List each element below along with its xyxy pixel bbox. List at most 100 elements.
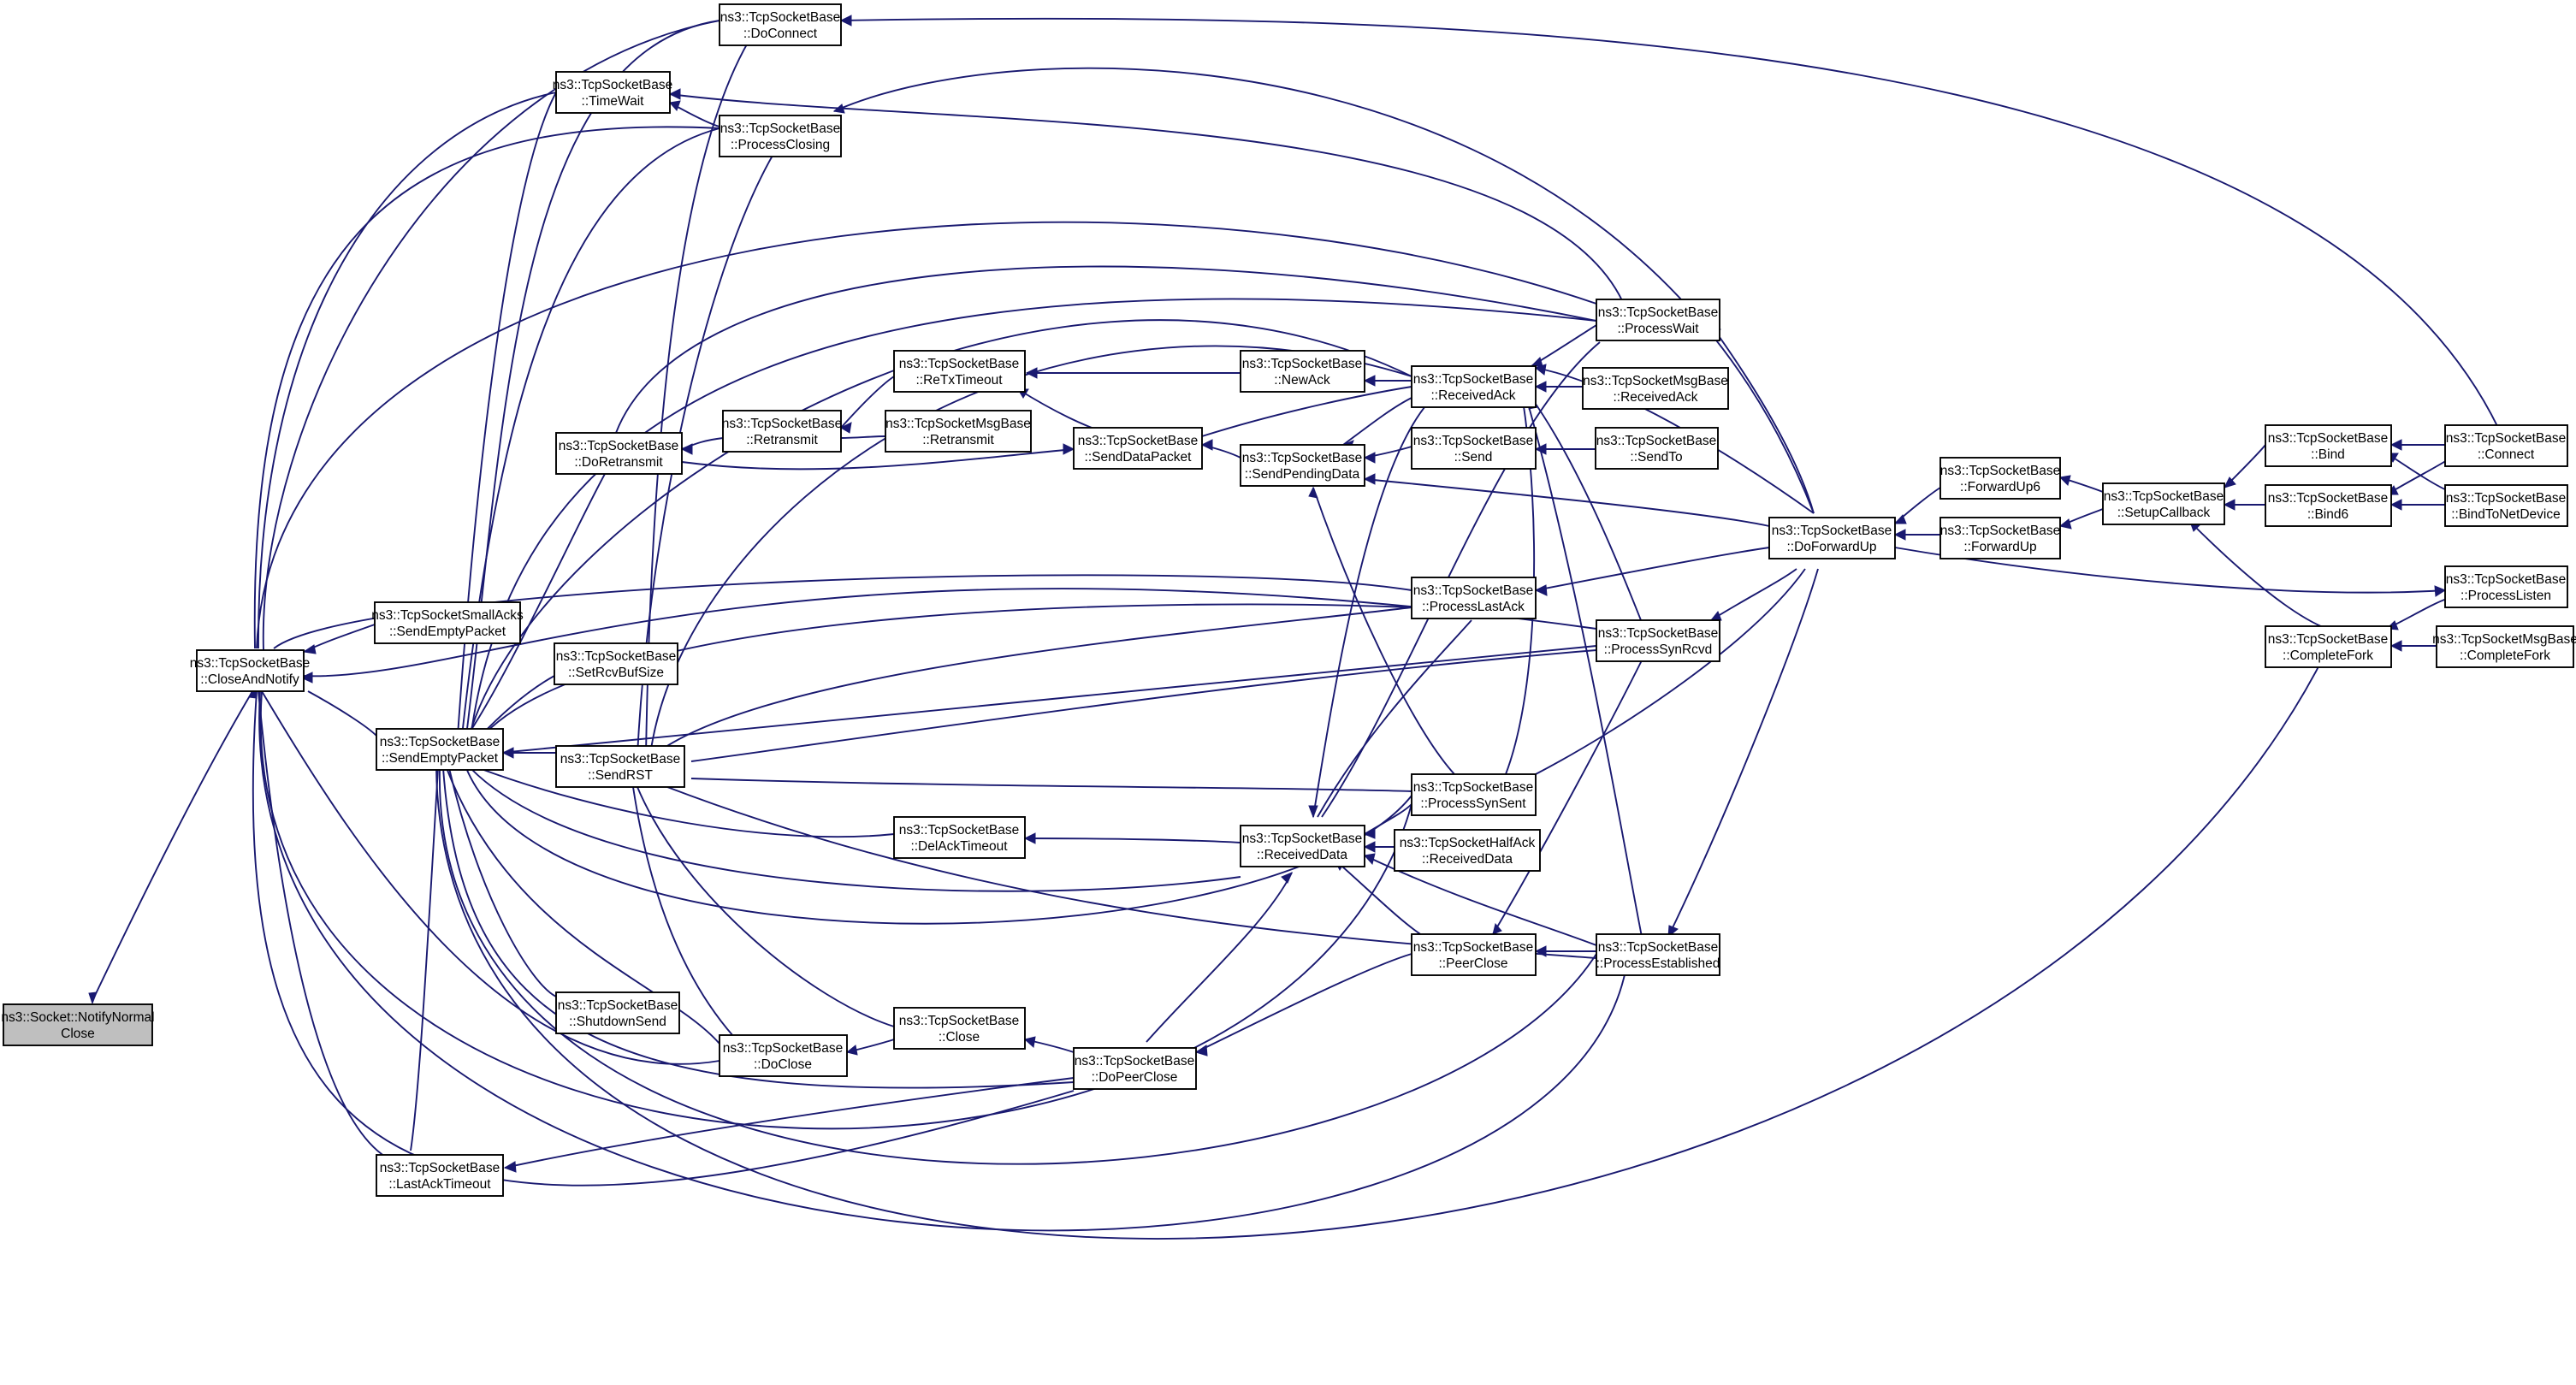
node-label-line1: ns3::TcpSocketBase [1413,434,1533,448]
node-process-established[interactable]: ns3::TcpSocketBase ::ProcessEstablished [1596,933,1720,976]
node-retransmit[interactable]: ns3::TcpSocketBase ::Retransmit [722,410,842,453]
arrowhead [299,672,313,684]
node-box [2444,424,2568,467]
node-box [2265,484,2392,527]
node-send-to[interactable]: ns3::TcpSocketBase ::SendTo [1595,427,1719,470]
arrowhead [88,991,98,1005]
edge-procwait-doforwardup [1710,324,1815,514]
node-msg-complete-fork[interactable]: ns3::TcpSocketMsgBase ::CompleteFork [2432,625,2576,668]
node-forward-up6[interactable]: ns3::TcpSocketBase ::ForwardUp6 [1939,457,2061,500]
node-label-line2: ::SendEmptyPacket [382,751,499,766]
node-forward-up[interactable]: ns3::TcpSocketBase ::ForwardUp [1939,517,2061,559]
edge-sendrst-doclose [632,786,741,1045]
edge-senddata-doretrans [681,448,1075,471]
node-bind[interactable]: ns3::TcpSocketBase ::Bind [2265,424,2392,467]
node-close[interactable]: ns3::TcpSocketBase ::Close [893,1007,1026,1050]
node-label-line2: ::DelAckTimeout [910,839,1008,854]
arrowhead [1200,439,1213,451]
edge-recvack-procwait [1531,324,1597,367]
node-label-line2: ::DoClose [754,1057,812,1072]
node-label-line1: ns3::TcpSocketBase [2268,431,2388,446]
edge-closeandnotify-doclose [261,690,720,1065]
arrowhead [2058,475,2071,486]
node-do-forward-up[interactable]: ns3::TcpSocketBase ::DoForwardUp [1768,517,1896,559]
node-box [2265,625,2392,668]
node-send-data-packet[interactable]: ns3::TcpSocketBase ::SendDataPacket [1073,427,1203,470]
node-label-line1: ns3::TcpSocketMsgBase [2432,632,2576,647]
node-process-closing[interactable]: ns3::TcpSocketBase ::ProcessClosing [719,115,842,157]
node-label-line1: ns3::TcpSocketBase [553,78,672,92]
arrowhead [501,747,514,759]
node-peer-close[interactable]: ns3::TcpSocketBase ::PeerClose [1411,933,1537,976]
node-msg-received-ack[interactable]: ns3::TcpSocketMsgBase ::ReceivedAck [1582,367,1729,410]
node-label-line1: ns3::TcpSocketBase [1940,524,2060,538]
node-send[interactable]: ns3::TcpSocketBase ::Send [1411,427,1537,470]
node-box [1596,933,1720,976]
edge-peerclose-procsynrcvd [1492,658,1643,935]
node-bind-to-net-device[interactable]: ns3::TcpSocketBase ::BindToNetDevice [2444,484,2568,527]
node-process-syn-sent[interactable]: ns3::TcpSocketBase ::ProcessSynSent [1411,773,1537,816]
node-del-ack-timeout[interactable]: ns3::TcpSocketBase ::DelAckTimeout [893,816,1026,859]
node-setup-callback[interactable]: ns3::TcpSocketBase ::SetupCallback [2102,482,2225,525]
node-label-line2: ::DoForwardUp [1786,540,1876,554]
node-retx-timeout[interactable]: ns3::TcpSocketBase ::ReTxTimeout [893,350,1026,393]
node-set-rcv-buf-size[interactable]: ns3::TcpSocketBase ::SetRcvBufSize [554,642,678,685]
node-label-line1: ns3::TcpSocketBase [1413,940,1533,955]
node-do-retransmit[interactable]: ns3::TcpSocketBase ::DoRetransmit [555,432,683,475]
node-label-line1: ns3::TcpSocketBase [899,1014,1019,1028]
node-label-line2: ::ShutdownSend [569,1015,666,1029]
node-msg-retransmit[interactable]: ns3::TcpSocketMsgBase ::Retransmit [885,410,1032,453]
node-connect[interactable]: ns3::TcpSocketBase ::Connect [2444,424,2568,467]
node-process-syn-rcvd[interactable]: ns3::TcpSocketBase ::ProcessSynRcvd [1596,619,1720,662]
node-half-ack-received-data[interactable]: ns3::TcpSocketHalfAck ::ReceivedData [1394,829,1541,872]
node-label-line1: ns3::TcpSocketBase [1940,464,2060,478]
node-process-listen[interactable]: ns3::TcpSocketBase ::ProcessListen [2444,565,2568,608]
node-label-line2: ::ProcessSynRcvd [1604,642,1713,657]
node-received-ack[interactable]: ns3::TcpSocketBase ::ReceivedAck [1411,365,1537,408]
node-do-close[interactable]: ns3::TcpSocketBase ::DoClose [719,1034,848,1077]
node-label-line2: ::PeerClose [1439,956,1508,971]
node-label-line2: ::DoPeerClose [1092,1070,1178,1085]
node-complete-fork[interactable]: ns3::TcpSocketBase ::CompleteFork [2265,625,2392,668]
node-box [893,1007,1026,1050]
node-label-line2: ::ReceivedData [1257,848,1347,862]
node-last-ack-timeout[interactable]: ns3::TcpSocketBase ::LastAckTimeout [376,1154,504,1197]
node-new-ack[interactable]: ns3::TcpSocketBase ::NewAck [1240,350,1365,393]
arrowhead [2389,499,2402,511]
node-box [1411,933,1537,976]
node-send-rst[interactable]: ns3::TcpSocketBase ::SendRST [555,745,685,788]
edge-sendrst-close [637,786,895,1027]
node-label-line1: ns3::TcpSocketBase [1078,434,1198,448]
node-box [374,601,521,644]
edge-recvack-procsynrcvd [1531,397,1643,625]
node-label-line1: ns3::TcpSocketHalfAck [1400,836,1536,850]
edge-sendrst-procsynsent [690,778,1412,792]
node-time-wait[interactable]: ns3::TcpSocketBase ::TimeWait [553,71,672,114]
node-send-pending-data[interactable]: ns3::TcpSocketBase ::SendPendingData [1240,444,1365,487]
node-do-connect[interactable]: ns3::TcpSocketBase ::DoConnect [719,3,842,46]
node-notify-normal-close[interactable]: ns3::Socket::NotifyNormal Close [1,1003,155,1046]
arrowhead [503,1161,517,1173]
node-small-acks-send-empty-packet[interactable]: ns3::TcpSocketSmallAcks ::SendEmptyPacke… [371,601,524,644]
node-label-line2: ::ProcessWait [1617,322,1699,336]
node-process-wait[interactable]: ns3::TcpSocketBase ::ProcessWait [1596,299,1720,341]
node-label-line1: ns3::TcpSocketBase [556,649,676,664]
node-box [1394,829,1541,872]
edge-closeandnotify-sendempty [307,690,377,737]
node-received-data[interactable]: ns3::TcpSocketBase ::ReceivedData [1240,825,1365,867]
node-label-line1: ns3::TcpSocketBase [1075,1054,1194,1068]
node-close-and-notify[interactable]: ns3::TcpSocketBase ::CloseAndNotify [190,649,310,692]
node-bind6[interactable]: ns3::TcpSocketBase ::Bind6 [2265,484,2392,527]
node-send-empty-packet[interactable]: ns3::TcpSocketBase ::SendEmptyPacket [376,728,504,771]
edge-sendpending-doforwardup [1364,478,1770,527]
node-label-line1: ns3::TcpSocketBase [1413,780,1533,795]
node-label-line2: ::ReceivedData [1422,852,1513,867]
node-label-line2: ::SendTo [1630,450,1682,465]
edge-sendempty-shutdown [448,767,557,997]
node-shutdown-send[interactable]: ns3::TcpSocketBase ::ShutdownSend [555,991,680,1034]
node-do-peer-close[interactable]: ns3::TcpSocketBase ::DoPeerClose [1073,1047,1197,1090]
edge-proclisten-doforwardup [1894,547,2446,594]
arrowhead [1023,1036,1036,1048]
node-process-last-ack[interactable]: ns3::TcpSocketBase ::ProcessLastAck [1411,577,1537,619]
node-box [554,642,678,685]
